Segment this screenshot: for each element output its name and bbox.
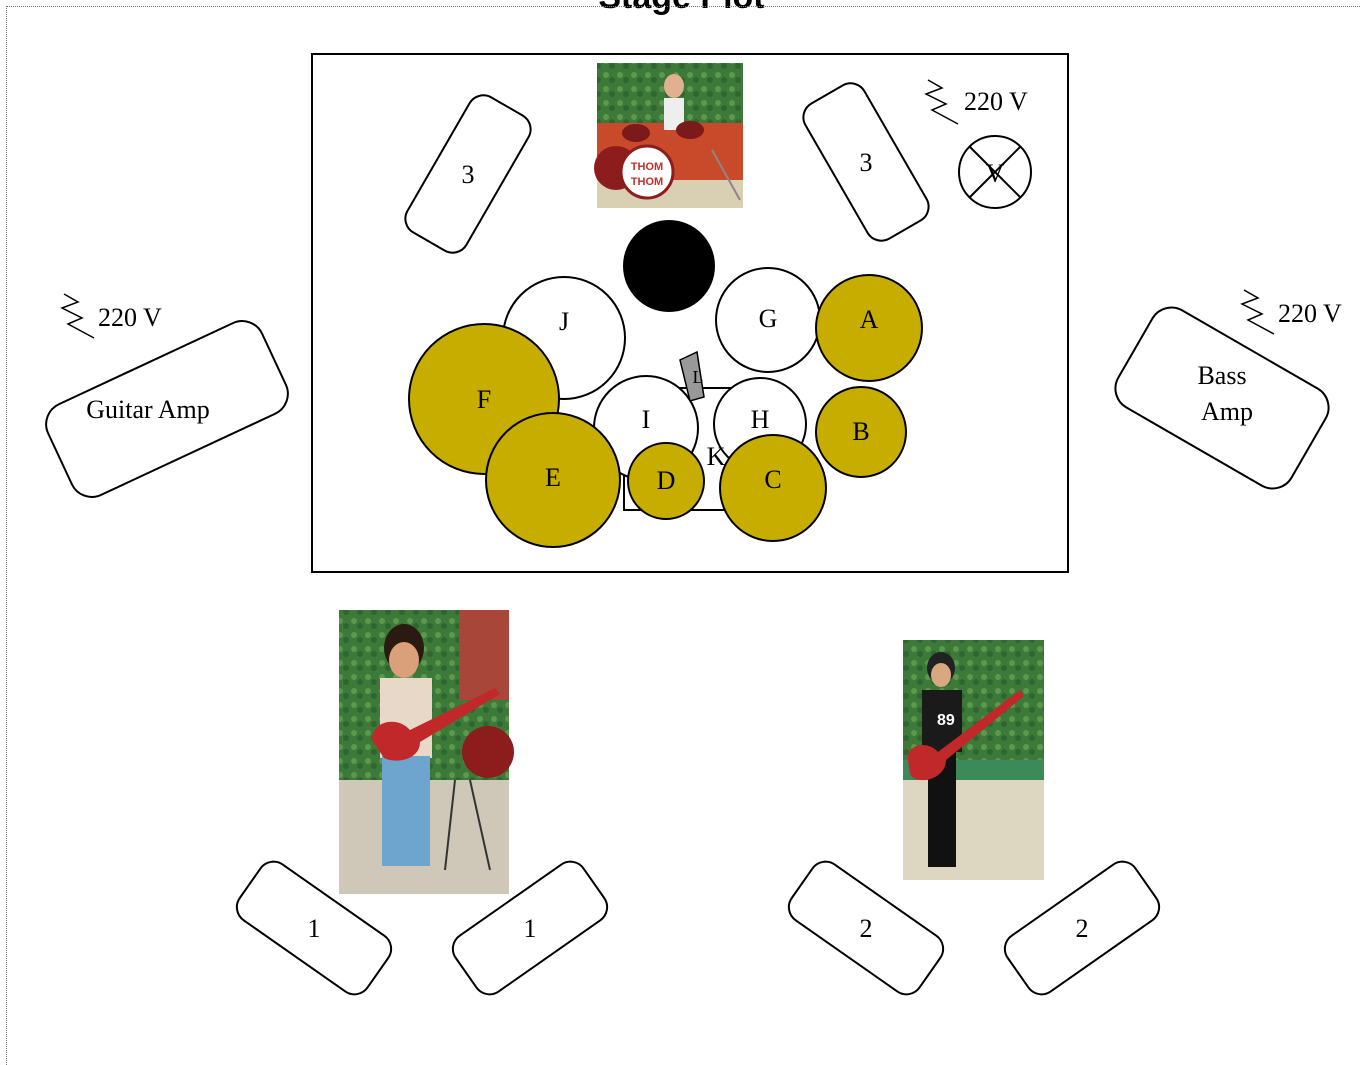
cymbal-b-label: B <box>852 417 869 446</box>
cymbal-d-label: D <box>657 466 676 495</box>
power-drums-label: 220 V <box>964 87 1028 116</box>
pedal-l-label: L <box>693 367 704 387</box>
bass-drum <box>623 220 715 312</box>
cymbal-c-label: C <box>764 465 781 494</box>
bass-amp-label-line2: Amp <box>1201 397 1253 426</box>
drum-j-label: J <box>559 307 569 336</box>
power-guitar-label: 220 V <box>98 303 162 332</box>
monitor-bass-right-label: 2 <box>1076 914 1089 943</box>
drummer-photo: THOM THOM <box>594 63 743 208</box>
monitor-bass-left-label: 2 <box>860 914 873 943</box>
monitor-guitar-left-label: 1 <box>308 914 321 943</box>
cymbal-f-label: F <box>477 385 491 414</box>
monitor-guitar-right-label: 1 <box>524 914 537 943</box>
svg-text:89: 89 <box>937 712 955 729</box>
vocal-mic-label: V <box>986 159 1005 188</box>
drum-g-label: G <box>759 304 778 333</box>
drum-i-label: I <box>642 405 651 434</box>
drum-h-label: H <box>751 405 770 434</box>
cymbal-a-label: A <box>860 305 879 334</box>
monitor-drum-left-label: 3 <box>462 160 475 189</box>
monitor-drum-right-label: 3 <box>860 148 873 177</box>
bassist-photo: 89 <box>903 640 1044 880</box>
power-bass-label: 220 V <box>1278 299 1342 328</box>
lightning-icon <box>62 294 94 338</box>
cymbal-e-label: E <box>545 463 561 492</box>
guitarist-photo <box>339 610 514 894</box>
drum-logo-line1: THOM <box>631 161 663 173</box>
guitar-amp-label: Guitar Amp <box>86 395 210 424</box>
bass-amp-label-line1: Bass <box>1197 361 1246 390</box>
drum-logo-line2: THOM <box>631 176 663 188</box>
drum-k-label: K <box>707 442 726 471</box>
lightning-icon <box>1242 290 1274 334</box>
